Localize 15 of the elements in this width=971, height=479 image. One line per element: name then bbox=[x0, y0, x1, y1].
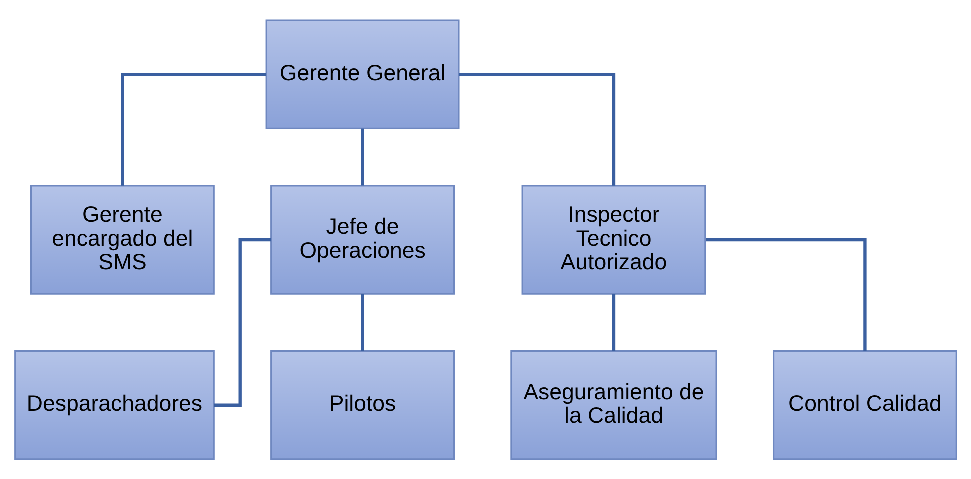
node-box: Aseguramiento de la Calidad bbox=[510, 350, 717, 460]
node-box: Pilotos bbox=[270, 350, 454, 460]
node-box: Gerente encargado del SMS bbox=[30, 184, 214, 294]
node-box: Inspector Tecnico Autorizado bbox=[521, 184, 706, 294]
connector bbox=[214, 238, 271, 406]
connector bbox=[360, 294, 364, 351]
node-box: Control Calidad bbox=[772, 350, 957, 460]
connector bbox=[458, 72, 616, 186]
node-box: Gerente General bbox=[265, 19, 460, 129]
connector bbox=[612, 294, 616, 351]
node-box: Jefe de Operaciones bbox=[270, 184, 454, 294]
node-box: Desparachadores bbox=[14, 350, 214, 460]
connector bbox=[120, 72, 266, 186]
connector bbox=[360, 128, 364, 186]
connector bbox=[706, 238, 866, 351]
